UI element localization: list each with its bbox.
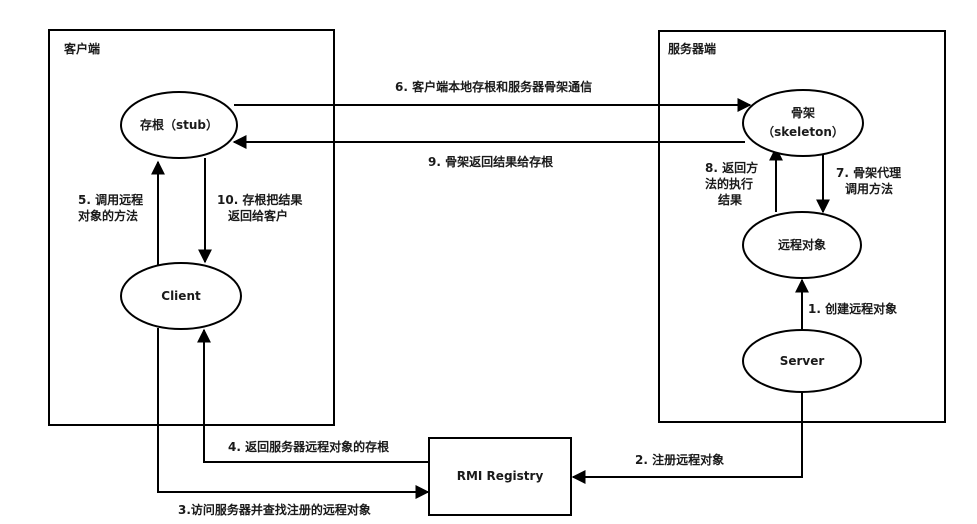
- edge-2-arrow: [571, 392, 803, 484]
- skeleton-label-line1: 骨架: [791, 105, 815, 120]
- edge-8-label-line1: 8. 返回方: [705, 160, 758, 175]
- remote-object-node: [742, 211, 862, 279]
- edge-7-label-line1: 7. 骨架代理: [836, 165, 901, 180]
- stub-node: [120, 91, 238, 159]
- edge-7-label-line2: 调用方法: [845, 181, 893, 196]
- edge-1-label: 1. 创建远程对象: [808, 301, 897, 316]
- registry-node: [428, 437, 572, 516]
- edge-2-label: 2. 注册远程对象: [635, 452, 724, 467]
- edge-3-label: 3.访问服务器并查找注册的远程对象: [178, 502, 371, 517]
- edge-8-label-line3: 结果: [718, 192, 742, 207]
- client-node: [120, 262, 242, 330]
- server-node: [742, 329, 862, 393]
- edge-10-label-line2: 返回给客户: [228, 208, 288, 223]
- edge-4-arrow: [197, 328, 430, 463]
- edge-9-label: 9. 骨架返回结果给存根: [428, 154, 553, 169]
- server-side-title: 服务器端: [668, 41, 716, 56]
- server-label: Server: [780, 354, 825, 368]
- registry-label: RMI Registry: [457, 469, 544, 483]
- edge-8-label-line2: 法的执行: [705, 176, 753, 191]
- skeleton-label-line2: （skeleton）: [762, 124, 844, 139]
- skeleton-node: [742, 89, 864, 157]
- remote-object-label: 远程对象: [778, 237, 826, 252]
- edge-6-label: 6. 客户端本地存根和服务器骨架通信: [395, 79, 592, 94]
- client-label: Client: [161, 289, 201, 303]
- edge-4-label: 4. 返回服务器远程对象的存根: [228, 439, 389, 454]
- edge-3-arrow: [157, 328, 430, 499]
- client-side-container: [48, 29, 335, 426]
- stub-label: 存根（stub）: [139, 117, 218, 132]
- edge-5-label-line1: 5. 调用远程: [78, 192, 143, 207]
- edge-5-label-line2: 对象的方法: [78, 208, 138, 223]
- edge-10-label-line1: 10. 存根把结果: [217, 192, 302, 207]
- client-side-title: 客户端: [63, 41, 100, 56]
